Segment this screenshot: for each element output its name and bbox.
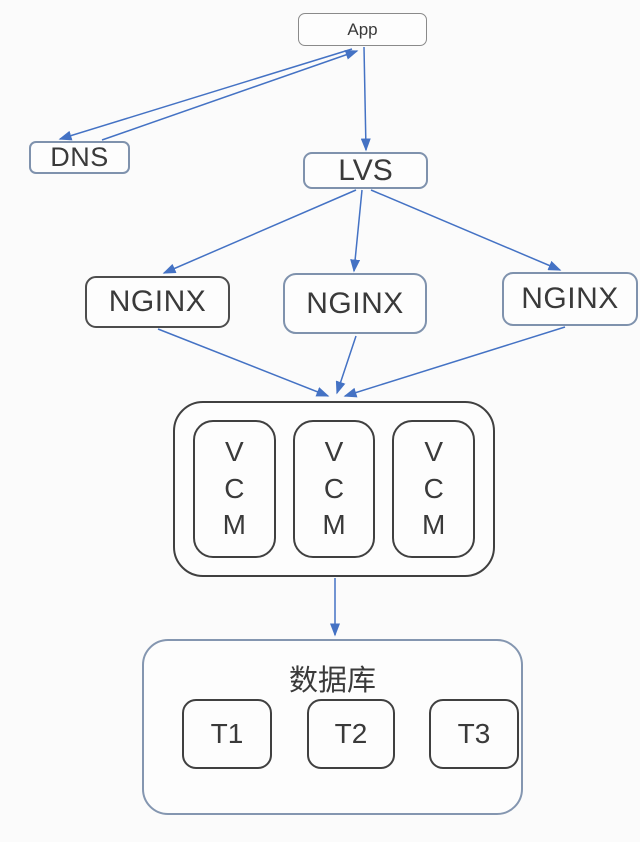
node-vcm-1: V C M [193,420,276,558]
database-title: 数据库 [288,665,376,697]
node-nginx-1: NGINX [85,276,230,328]
database-cluster: 数据库 T1 T2 T3 [142,639,523,815]
node-dns: DNS [29,141,130,174]
node-vcm-3: V C M [392,420,476,558]
edge-app-to-dns [58,48,353,141]
edge-dns-to-app [101,50,359,141]
edge-nginx3-to-vcm [343,326,566,398]
node-lvs: LVS [303,152,428,189]
edge-nginx2-to-vcm [335,335,357,395]
edge-lvs-to-nginx1 [162,189,357,274]
edge-nginx1-to-vcm [157,328,330,397]
vcm-cluster: V C M V C M V C M [173,401,495,577]
node-vcm-2: V C M [292,420,376,558]
node-table-t1: T1 [182,699,272,769]
edge-lvs-to-nginx2 [350,189,363,273]
node-nginx-3: NGINX [502,272,638,326]
node-table-t3: T3 [429,699,519,769]
node-table-t2: T2 [307,699,395,769]
edge-app-to-lvs [360,46,371,152]
node-nginx-2: NGINX [283,273,427,334]
node-app: App [298,13,427,46]
edge-lvs-to-nginx3 [370,189,562,271]
